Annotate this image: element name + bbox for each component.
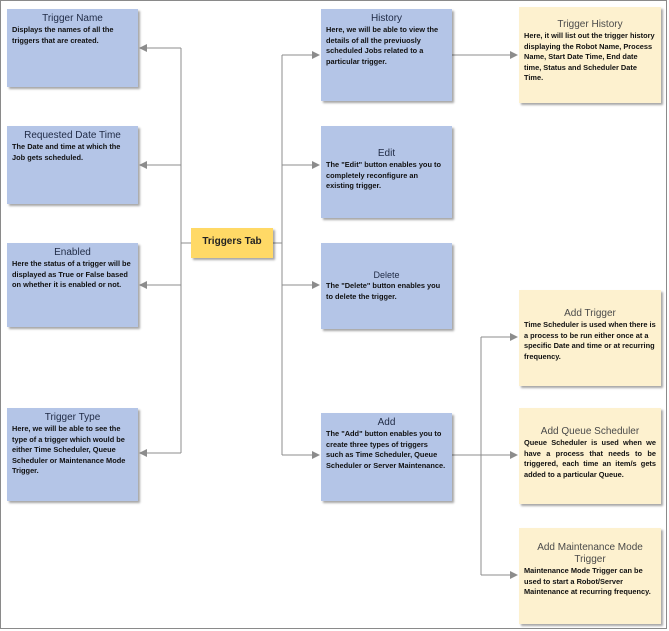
node-body: Here, we will be able to view the detail…	[326, 25, 439, 66]
node-add-maintenance-mode-trigger: Add Maintenance Mode Trigger Maintenance…	[519, 528, 661, 624]
node-title: Trigger History	[557, 19, 623, 30]
node-title: Trigger Name	[42, 13, 103, 24]
node-history: History Here, we will be able to view th…	[321, 9, 452, 101]
node-enabled: Enabled Here the status of a trigger wil…	[7, 243, 138, 327]
node-title: History	[370, 13, 403, 24]
node-title: Delete	[373, 270, 400, 280]
node-title: Edit	[377, 148, 396, 159]
node-body: Displays the names of all the triggers t…	[12, 25, 114, 45]
node-delete: Delete The "Delete" button enables you t…	[321, 243, 452, 329]
node-title: Add Trigger	[564, 308, 616, 319]
node-body: Here, it will list out the trigger histo…	[524, 31, 655, 82]
node-body: The Date and time at which the Job gets …	[12, 142, 121, 162]
node-trigger-name: Trigger Name Displays the names of all t…	[7, 9, 138, 87]
node-title: Requested Date Time	[24, 130, 121, 141]
node-add-queue-scheduler: Add Queue Scheduler Queue Scheduler is u…	[519, 408, 661, 504]
node-body: The "Delete" button enables you to delet…	[326, 281, 441, 301]
node-body: Here the status of a trigger will be dis…	[12, 259, 131, 289]
node-body: Queue Scheduler is used when we have a p…	[524, 438, 656, 479]
node-add-trigger: Add Trigger Time Scheduler is used when …	[519, 290, 661, 386]
node-trigger-type: Trigger Type Here, we will be able to se…	[7, 408, 138, 501]
node-triggers-tab: Triggers Tab	[191, 228, 273, 258]
node-title: Enabled	[54, 247, 91, 258]
node-body: Here, we will be able to see the type of…	[12, 424, 126, 475]
node-body: The "Edit" button enables you to complet…	[326, 160, 441, 190]
node-edit: Edit The "Edit" button enables you to co…	[321, 126, 452, 218]
node-title: Add	[377, 417, 396, 428]
node-trigger-history: Trigger History Here, it will list out t…	[519, 7, 661, 103]
node-title: Trigger Type	[44, 412, 101, 423]
node-requested-date-time: Requested Date Time The Date and time at…	[7, 126, 138, 204]
node-title: Add Maintenance Mode Trigger	[537, 542, 643, 565]
node-body: The "Add" button enables you to create t…	[326, 429, 446, 470]
node-body: Time Scheduler is used when there is a p…	[524, 320, 656, 361]
node-title: Triggers Tab	[202, 236, 262, 247]
node-add: Add The "Add" button enables you to crea…	[321, 413, 452, 501]
node-body: Maintenance Mode Trigger can be used to …	[524, 566, 651, 596]
node-title: Add Queue Scheduler	[540, 426, 640, 437]
